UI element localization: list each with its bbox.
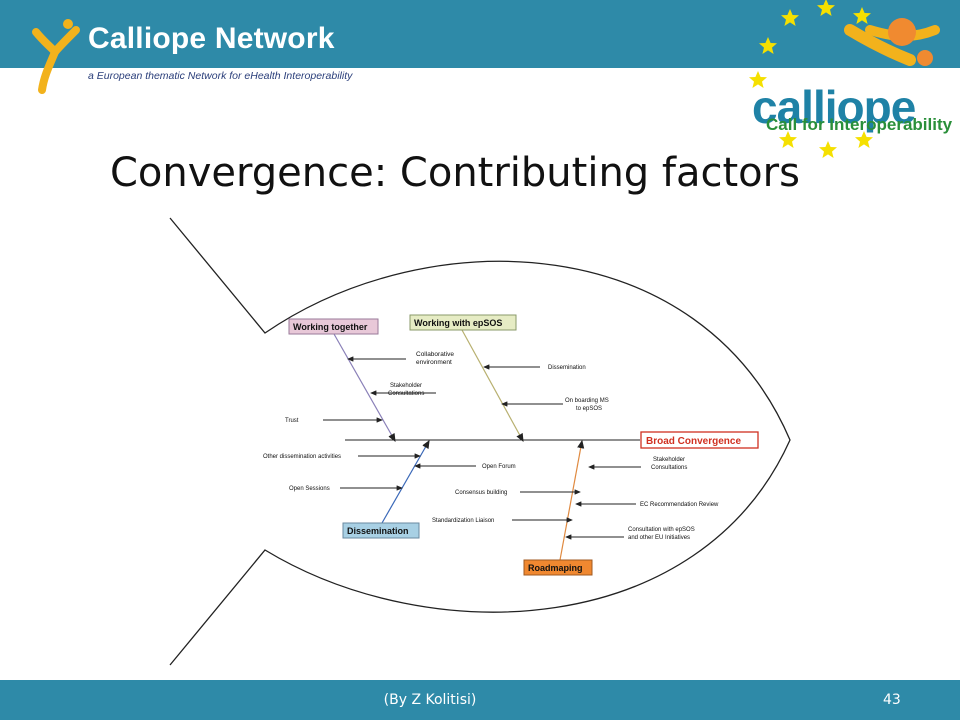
box-broad-convergence: [640, 431, 759, 449]
cause-stakeholder-wt-1: Stakeholder: [390, 383, 422, 389]
bone-working-together: [333, 333, 396, 443]
footer-author: (By Z Kolitisi): [383, 692, 477, 708]
brand-tagline: a European thematic Network for eHealth …: [88, 70, 353, 82]
bone-dissemination: [381, 439, 430, 524]
cause-consultation-2: and other EU Initiatives: [628, 535, 690, 541]
cause-stakeholder-wt-2: Consultations: [388, 391, 424, 397]
box-working-with-epsos: [409, 314, 517, 331]
label-working-together: Working together: [293, 322, 368, 332]
cause-stakeholder-rm-2: Consultations: [651, 465, 687, 471]
calliope-figure-icon: [32, 19, 80, 94]
cause-collaborative-2: environment: [416, 359, 452, 366]
calliope-logo-subtitle: Call for Interoperability: [766, 115, 953, 134]
box-working-together: [288, 318, 379, 335]
cause-collaborative-1: Collaborative: [416, 351, 454, 358]
eu-stars-logo-icon: [749, 0, 940, 158]
brand-name: Calliope Network: [88, 22, 335, 55]
cause-onboarding-2: to epSOS: [576, 406, 602, 412]
cause-stakeholder-rm-1: Stakeholder: [653, 457, 685, 463]
cause-open-sessions: Open Sessions: [289, 486, 330, 492]
cause-standardization: Standardization Liaison: [432, 518, 494, 524]
cause-open-forum: Open Forum: [482, 464, 516, 470]
calliope-logo-text: calliope: [752, 81, 916, 133]
cause-ec-recommendation: EC Recommendation Review: [640, 502, 719, 508]
label-roadmaping: Roadmaping: [528, 563, 583, 573]
slide-title: Convergence: Contributing factors: [110, 150, 800, 196]
page-number: 43: [883, 692, 901, 708]
cause-consultation-1: Consultation with epSOS: [628, 527, 695, 533]
cause-dissemination-epsos: Dissemination: [548, 365, 586, 371]
cause-other-dissemination: Other dissemination activities: [263, 454, 341, 460]
label-dissemination: Dissemination: [347, 526, 409, 536]
box-roadmaping: [523, 559, 593, 576]
cause-consensus-building: Consensus building: [455, 490, 507, 496]
label-broad-convergence: Broad Convergence: [646, 436, 741, 447]
box-dissemination: [342, 522, 420, 539]
cause-onboarding-1: On boarding MS: [565, 398, 609, 404]
bone-roadmaping: [559, 439, 585, 561]
bone-working-with-epsos: [461, 329, 524, 443]
cause-trust: Trust: [285, 418, 299, 424]
footer-bar: (By Z Kolitisi) 43: [0, 680, 960, 720]
label-working-with-epsos: Working with epSOS: [414, 318, 502, 328]
fish-outline: [169, 217, 791, 666]
header-bar: [0, 0, 960, 68]
